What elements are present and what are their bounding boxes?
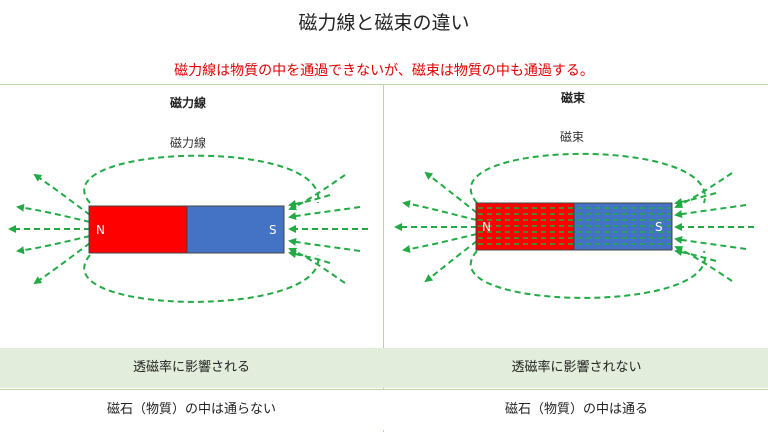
south-label: S: [655, 220, 663, 234]
south-label: S: [269, 223, 277, 237]
page-title: 磁力線と磁束の違い: [298, 12, 470, 34]
flux-line-right-5: [674, 246, 733, 282]
magnet-south: [186, 205, 285, 254]
flux-panel: 磁束 磁束: [384, 85, 767, 347]
field-line-left-5: [33, 242, 91, 285]
flux-line-right-4: [674, 235, 747, 250]
flux-diagram: N S: [394, 152, 754, 299]
table-border: [0, 389, 768, 390]
table-border: [0, 84, 768, 85]
field-line-right-1: [288, 174, 346, 211]
flux-line-left-1: [424, 171, 478, 214]
table-row: 透磁率に影響される 透磁率に影響されない: [0, 348, 768, 388]
table-cell: 透磁率に影響されない: [511, 360, 642, 375]
field-line-right-6: [288, 194, 331, 208]
table-cell: 磁石（物質）の中は通る: [504, 402, 648, 417]
field-line-left-4: [16, 235, 91, 255]
field-line-top-loop: [83, 154, 320, 204]
flux-line-left-5: [424, 240, 478, 283]
field-line-right-4: [288, 237, 361, 252]
field-line-right-5: [288, 247, 346, 284]
field-label: 磁力線: [170, 136, 207, 150]
field-label: 磁束: [560, 130, 585, 144]
field-line-right-2: [288, 206, 361, 221]
field-line-left-2: [16, 203, 91, 223]
north-label: N: [482, 220, 491, 234]
flux-line-left-4: [402, 233, 478, 253]
table-row: 磁石（物質）の中は通らない 磁石（物質）の中は通る: [0, 390, 768, 430]
flux-line-right-1: [674, 172, 733, 208]
flux-line-top-loop: [469, 152, 706, 204]
north-label: N: [96, 223, 105, 237]
panel-heading: 磁力線: [170, 96, 207, 110]
flux-line-bottom-loop: [469, 250, 706, 299]
subtitle: 磁力線は物質の中を通過できないが、磁束は物質の中も通過する。: [174, 63, 594, 79]
field-line-right-7: [288, 250, 331, 264]
field-lines-diagram: N S: [8, 154, 368, 303]
table-divider: [383, 84, 384, 432]
magnet-north: [88, 205, 188, 254]
flux-line-right-7: [674, 248, 717, 262]
flux-line-right-2: [674, 204, 747, 219]
table-cell: 透磁率に影響される: [132, 360, 250, 375]
field-lines-panel: 磁力線 磁力線 N S: [0, 85, 383, 347]
panel-heading: 磁束: [561, 91, 586, 105]
table-cell: 磁石（物質）の中は通らない: [106, 402, 276, 417]
flux-line-left-2: [402, 200, 478, 221]
field-line-left-1: [33, 173, 91, 216]
flux-line-right-6: [674, 192, 717, 206]
field-line-bottom-loop: [83, 254, 320, 303]
